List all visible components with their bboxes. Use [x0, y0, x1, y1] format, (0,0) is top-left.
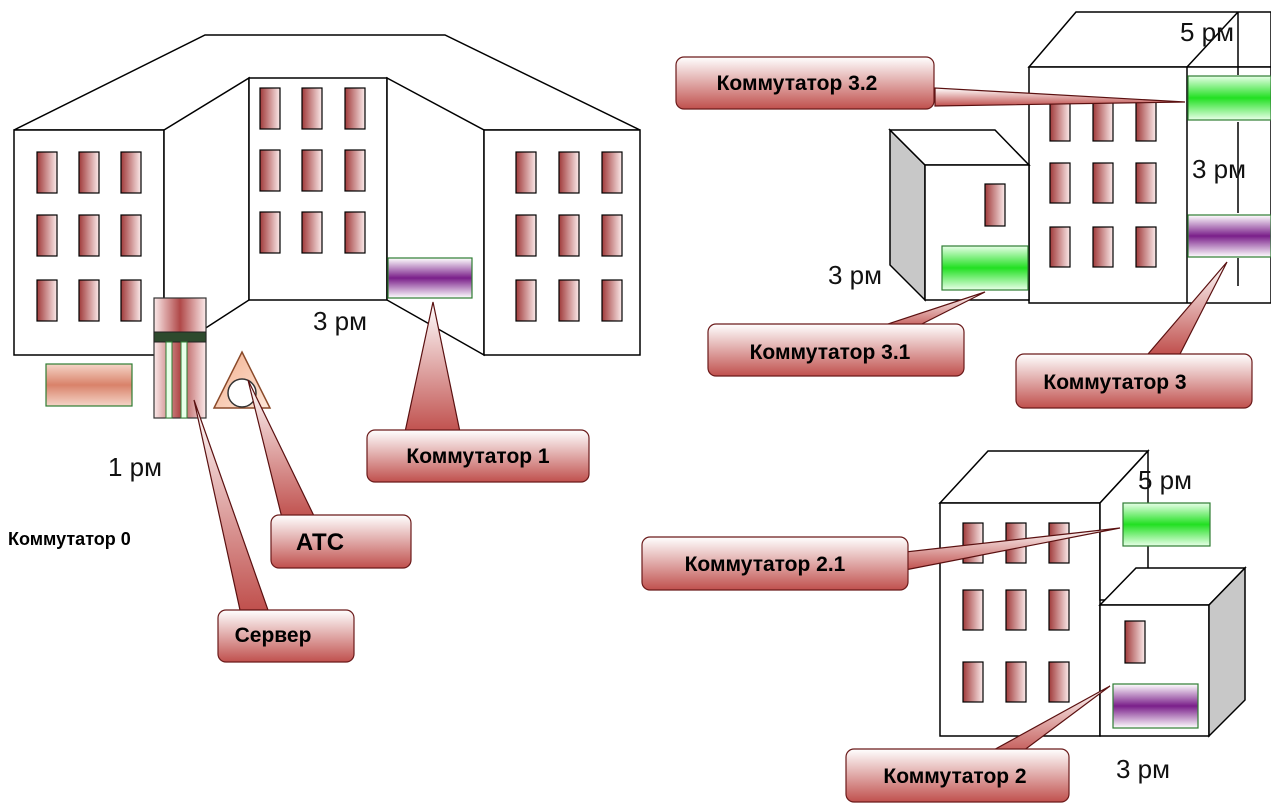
main-building [13, 34, 641, 419]
building-2 [938, 449, 1247, 738]
switch-2-1-device [1122, 502, 1211, 547]
server-icon [153, 297, 207, 419]
ats-icon [212, 350, 272, 409]
main-right-windows [515, 151, 623, 322]
label-k32: Коммутатор 3.2 [717, 72, 878, 95]
switch-3-2-device [1187, 75, 1271, 121]
main-left-windows [36, 151, 142, 322]
main-center-windows [259, 87, 366, 254]
callout-ats-pointer [247, 379, 316, 519]
b2-annex-side [1208, 566, 1246, 738]
callout-pointers [193, 87, 1228, 758]
switch-3-device [1187, 214, 1271, 258]
b3-tower-top [1027, 11, 1271, 68]
label-server: Сервер [235, 624, 312, 647]
callout-k2[interactable]: Коммутатор 2 [845, 748, 1070, 803]
b3-tower-windows [1049, 100, 1157, 268]
callout-server-pointer [193, 399, 269, 611]
rm-b3-3-left: 3 рм [828, 260, 882, 290]
callout-ats[interactable]: АТС [270, 514, 412, 569]
rm-main-1: 1 рм [108, 452, 162, 482]
rm-b2-5: 5 рм [1138, 465, 1192, 495]
label-k31: Коммутатор 3.1 [750, 341, 911, 364]
rm-b3-3-right: 3 рм [1192, 154, 1246, 184]
callout-k32[interactable]: Коммутатор 3.2 [675, 56, 935, 110]
rm-b3-5: 5 рм [1180, 17, 1234, 47]
callout-server[interactable]: Сервер [217, 609, 355, 663]
switch-3-1-device [941, 245, 1029, 291]
label-k1: Коммутатор 1 [406, 445, 550, 468]
label-k21: Коммутатор 2.1 [685, 553, 846, 576]
callout-k32-pointer [934, 87, 1186, 107]
rm-main-3: 3 рм [313, 306, 367, 336]
callout-k21[interactable]: Коммутатор 2.1 [641, 536, 909, 591]
label-k0: Коммутатор 0 [8, 529, 131, 549]
building-3 [888, 11, 1271, 304]
callout-k1[interactable]: Коммутатор 1 [366, 429, 590, 483]
label-k2: Коммутатор 2 [883, 765, 1026, 788]
callout-k31[interactable]: Коммутатор 3.1 [707, 323, 965, 377]
rm-b2-3: 3 рм [1116, 754, 1170, 784]
switch-0-device [45, 363, 133, 407]
callout-k3[interactable]: Коммутатор 3 [1015, 353, 1253, 409]
label-k3: Коммутатор 3 [1043, 371, 1186, 394]
switch-1-device [387, 257, 473, 299]
switch-2-device [1112, 683, 1199, 729]
label-ats: АТС [296, 529, 344, 556]
